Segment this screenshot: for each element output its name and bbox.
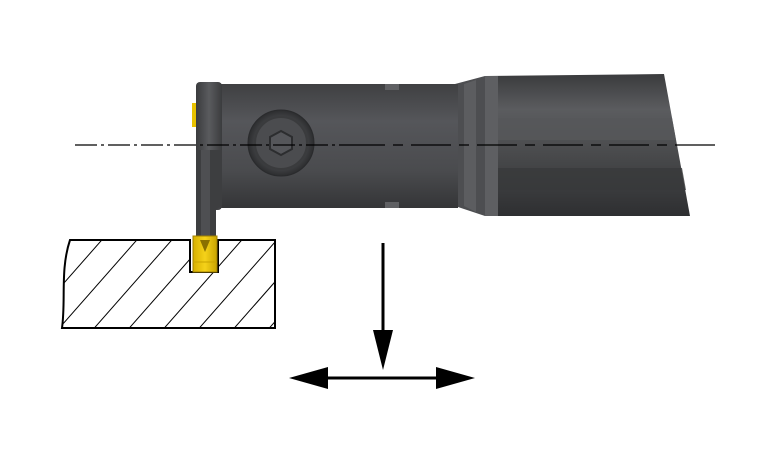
workpiece-section: [60, 238, 276, 329]
arrow-left-icon: [289, 367, 328, 389]
feed-arrows: [289, 243, 475, 389]
tool-neck: [455, 76, 485, 216]
boring-bar-shank: [485, 74, 690, 216]
tool-body: [192, 82, 458, 238]
hex-socket-icon: [269, 129, 293, 157]
clamp-screw: [247, 109, 315, 177]
arrow-down-icon: [373, 330, 393, 370]
insert-edge: [192, 103, 196, 127]
arrow-right-icon: [436, 367, 475, 389]
carbide-insert: [192, 235, 218, 273]
